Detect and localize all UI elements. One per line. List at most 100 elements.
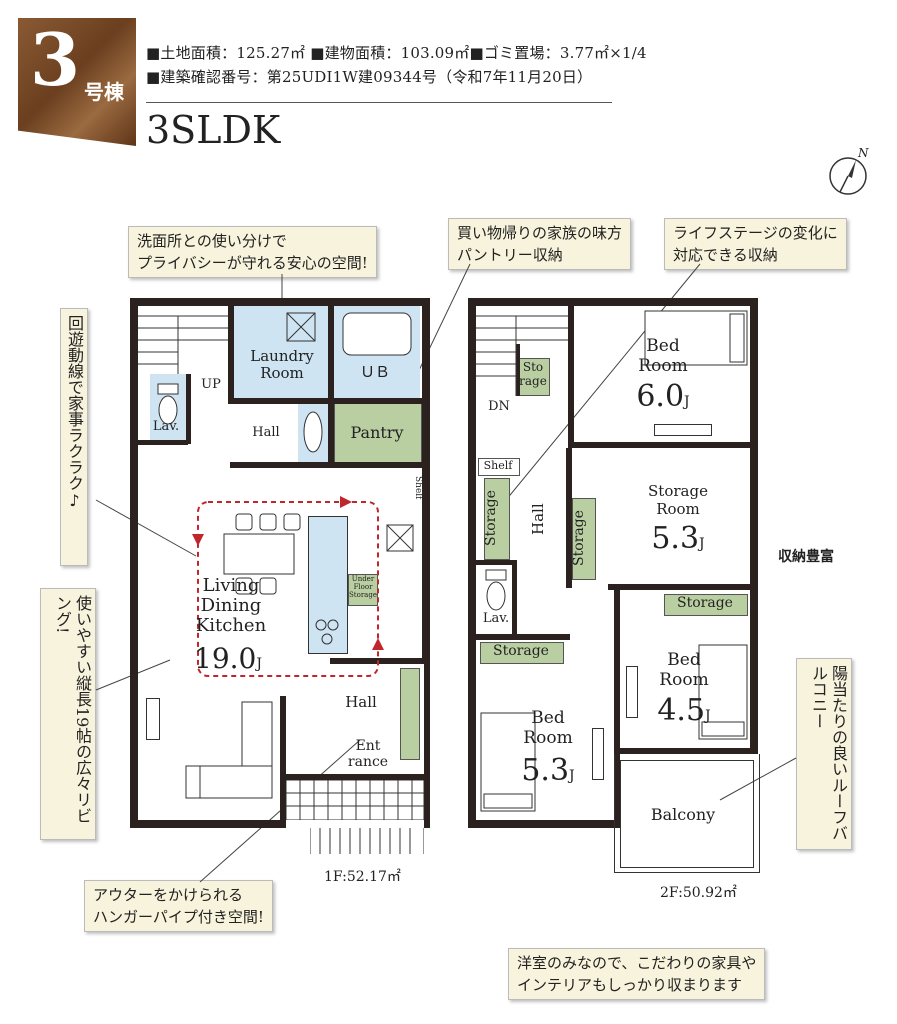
room-storage-v1: Storage bbox=[483, 490, 499, 546]
f1-wall-hall-bottom bbox=[230, 462, 428, 468]
f2-toilet-icon bbox=[485, 569, 507, 611]
room-bed3: Bed Room bbox=[508, 708, 588, 748]
bed1-size-value: 6.0 bbox=[636, 379, 685, 414]
room-shelf-1f: Shelf bbox=[413, 476, 423, 500]
tv-stand bbox=[146, 698, 160, 740]
bed1-icon bbox=[644, 310, 748, 366]
spec-line-2: ■建築確認番号：第25UDI1W建09344号（令和7年11月20日） bbox=[146, 68, 593, 86]
f2-wall-right bbox=[750, 298, 758, 754]
note-lifestage: ライフステージの変化に 対応できる収納 bbox=[664, 218, 847, 270]
note-bottom-line1: 洋室のみなので、こだわりの家具や bbox=[517, 954, 757, 972]
note-outer-line2: ハンガーパイプ付き空間! bbox=[93, 908, 264, 926]
storage-room-line1: Storage bbox=[648, 482, 708, 500]
room-storage-h: Storage bbox=[677, 595, 733, 611]
f1-wall-laundry-bottom bbox=[228, 398, 428, 404]
bed3-line2: Room bbox=[523, 728, 573, 748]
bed1-line2: Room bbox=[638, 356, 688, 376]
note-living: 使いやすい縦長19帖の広々リビング! bbox=[40, 588, 96, 840]
room-bed2: Bed Room bbox=[644, 650, 724, 690]
room-hall-1f: Hall bbox=[252, 425, 280, 440]
room-ldk-line3: Kitchen bbox=[195, 615, 267, 636]
room-lav-1f: Lav. bbox=[152, 419, 180, 434]
ldk-size-unit: J bbox=[256, 656, 262, 672]
bed1-line1: Bed bbox=[646, 336, 680, 356]
room-entrance-line1: Ent bbox=[355, 738, 381, 754]
f1-wall-right-lower bbox=[424, 658, 430, 828]
building-suffix: 号棟 bbox=[84, 80, 124, 104]
f1-wall-entrance-left bbox=[280, 696, 286, 828]
room-ub: ＵＢ bbox=[359, 363, 390, 381]
f2-wall-top bbox=[468, 298, 758, 306]
note-laundry-line1: 洗面所との使い分けで bbox=[137, 232, 287, 250]
sofa-icon bbox=[185, 701, 273, 799]
bed1-desk bbox=[654, 424, 712, 436]
room-pantry: Pantry bbox=[350, 423, 404, 442]
f2-wall-stair-right bbox=[516, 344, 520, 396]
building-number-badge: 3 号棟 bbox=[18, 18, 136, 146]
room-ldk-line2: Dining bbox=[200, 595, 262, 616]
f2-wall-left bbox=[468, 298, 476, 828]
f2-wall-bed1-bottom bbox=[568, 442, 758, 448]
north-label: N bbox=[858, 146, 869, 160]
storage-h2-fill bbox=[480, 642, 564, 664]
bed3-line1: Bed bbox=[531, 708, 565, 728]
f1-wall-right-upper bbox=[422, 298, 430, 658]
f2-wall-bottom bbox=[468, 820, 614, 828]
note-bottom: 洋室のみなので、こだわりの家具や インテリアもしっかり収まります bbox=[508, 948, 766, 1000]
floor-1-plan: Under Floor Storage bbox=[130, 298, 430, 854]
room-storage-room: Storage Room bbox=[628, 482, 728, 518]
f1-wall-ub-left bbox=[328, 298, 334, 468]
ldk-size-value: 19.0 bbox=[194, 642, 257, 675]
room-storage-v2: Storage bbox=[571, 510, 587, 566]
room-bed2-size: 4.5J bbox=[644, 694, 724, 727]
laundry-room-fill bbox=[234, 306, 330, 400]
room-bed1-size: 6.0J bbox=[618, 380, 708, 413]
room-lav-2f: Lav. bbox=[482, 611, 510, 626]
building-number: 3 bbox=[30, 17, 81, 102]
note-laundry: 洗面所との使い分けで プライバシーが守れる安心の空間! bbox=[128, 226, 377, 278]
washer-icon bbox=[286, 312, 316, 342]
f1-wall-lav-right bbox=[186, 374, 191, 444]
note-pantry: 買い物帰りの家族の味方 パントリー収納 bbox=[448, 218, 632, 270]
bed2-size-unit: J bbox=[705, 708, 711, 724]
note-balcony: 陽当たりの良いルーフバルコニー bbox=[796, 658, 852, 850]
bathtub-icon bbox=[342, 312, 412, 356]
f1-stairs-icon bbox=[138, 315, 228, 374]
label-dn: DN bbox=[488, 399, 510, 414]
storage-rich-label: 収納豊富 bbox=[778, 549, 834, 565]
room-storage-h2: Storage bbox=[493, 643, 549, 659]
f2-wall-bed1-left bbox=[568, 298, 574, 448]
f2-wall-bed3-top bbox=[476, 634, 570, 640]
note-pantry-line1: 買い物帰りの家族の味方 bbox=[457, 224, 623, 242]
bed2-desk bbox=[626, 666, 638, 718]
note-laundry-line2: プライバシーが守れる安心の空間! bbox=[137, 254, 368, 272]
storage-h-fill bbox=[664, 594, 748, 616]
room-ldk: Living Dining Kitchen bbox=[166, 576, 296, 636]
room-entrance-line2: rance bbox=[347, 754, 389, 770]
room-balcony: Balcony bbox=[650, 805, 716, 824]
room-storage-room-size: 5.3J bbox=[628, 522, 728, 555]
note-outer-line1: アウターをかけられる bbox=[93, 886, 244, 904]
note-lifestage-line1: ライフステージの変化に bbox=[673, 224, 838, 242]
bed2-line2: Room bbox=[659, 670, 709, 690]
bed3-icon bbox=[480, 712, 536, 812]
loop-circulation-path bbox=[192, 496, 384, 677]
f2-wall-bed2-left bbox=[614, 588, 620, 828]
note-loop: 回遊動線で家事ラクラク♪ bbox=[60, 308, 88, 566]
bed3-size-value: 5.3 bbox=[521, 753, 570, 788]
room-shelf-2f: Shelf bbox=[483, 459, 513, 472]
room-entrance: Ent rance bbox=[340, 738, 396, 770]
f1-wall-laundry-left bbox=[228, 298, 234, 404]
floor-2-plan: DN Sto rage Shelf Storage Hall Storage L… bbox=[468, 298, 764, 873]
room-hall2-1f: Hall bbox=[345, 693, 377, 711]
note-bottom-line2: インテリアもしっかり収まります bbox=[517, 976, 743, 994]
note-pantry-line2: パントリー収納 bbox=[457, 246, 563, 264]
f1-toilet-icon bbox=[157, 383, 179, 425]
bed2-line1: Bed bbox=[667, 650, 701, 670]
room-bed3-size: 5.3J bbox=[508, 754, 588, 787]
f1-wall-hall2-top bbox=[330, 658, 430, 664]
balcony-outline bbox=[614, 754, 760, 873]
entrance-steps bbox=[310, 828, 424, 854]
room-ldk-line1: Living bbox=[202, 575, 260, 596]
note-outer: アウターをかけられる ハンガーパイプ付き空間! bbox=[84, 880, 273, 932]
